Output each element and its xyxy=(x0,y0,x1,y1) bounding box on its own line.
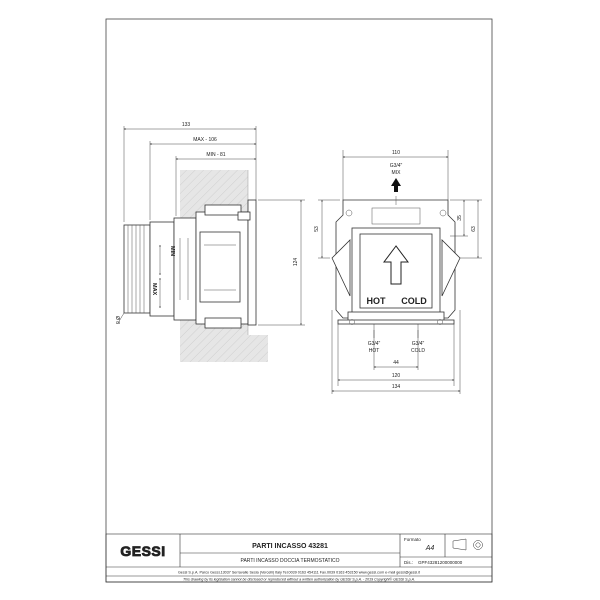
copyright-note: This drawing by its legislation cannot b… xyxy=(183,578,415,582)
hot-port: HOT xyxy=(369,348,380,354)
projection-symbol-icon xyxy=(452,538,483,551)
dim-overall: 133 xyxy=(182,122,191,128)
dim-right-b: 63 xyxy=(471,226,477,232)
dim-max: MAX - 106 xyxy=(193,137,217,143)
formato-label: Formato xyxy=(404,537,421,542)
dim-44: 44 xyxy=(393,360,399,366)
hot-size: G3/4" xyxy=(368,341,381,347)
dim-diameter: Ø 8 xyxy=(114,316,120,324)
drawing-subtitle: PARTI INCASSO DOCCIA TERMOSTATICO xyxy=(241,558,340,564)
side-dimension-lines xyxy=(117,126,305,326)
valve-body-side xyxy=(123,199,257,329)
mix-port: MIX xyxy=(392,170,402,176)
dis-value: GPF43281200000000 xyxy=(418,560,463,565)
gessi-logo: GESSI xyxy=(120,543,165,559)
mix-arrow-icon xyxy=(391,178,401,192)
mix-size: G3/4" xyxy=(390,163,403,169)
dim-left: 53 xyxy=(314,226,320,232)
front-view: HOT COLD xyxy=(314,150,482,394)
dim-min: MIN - 81 xyxy=(206,152,225,158)
formato-value: A4 xyxy=(425,545,435,552)
hot-label: HOT xyxy=(367,296,387,306)
dim-right-a: 35 xyxy=(457,215,463,221)
cold-size: G3/4" xyxy=(412,341,425,347)
flow-up-arrow-icon xyxy=(383,245,409,285)
dim-120: 120 xyxy=(392,373,401,379)
side-view: 133 MAX - 106 MIN - 81 MIN MAX 124 Ø 8 xyxy=(114,122,305,362)
label-max: MAX xyxy=(151,283,157,296)
dim-width: 110 xyxy=(392,150,400,156)
title-block: GESSI PARTI INCASSO 43281 PARTI INCASSO … xyxy=(105,533,493,583)
label-min: MIN xyxy=(169,246,175,256)
company-info: Gessi S.p.A. Parco Gessi,13037 Serravall… xyxy=(178,571,420,575)
drawing-title: PARTI INCASSO 43281 xyxy=(252,543,328,550)
dim-height: 124 xyxy=(293,258,299,267)
cold-label: COLD xyxy=(401,296,427,306)
cold-port: COLD xyxy=(411,348,425,354)
front-dimension-lines xyxy=(318,150,482,394)
dim-134: 134 xyxy=(392,384,401,390)
dis-label: Dis.: xyxy=(404,560,413,565)
